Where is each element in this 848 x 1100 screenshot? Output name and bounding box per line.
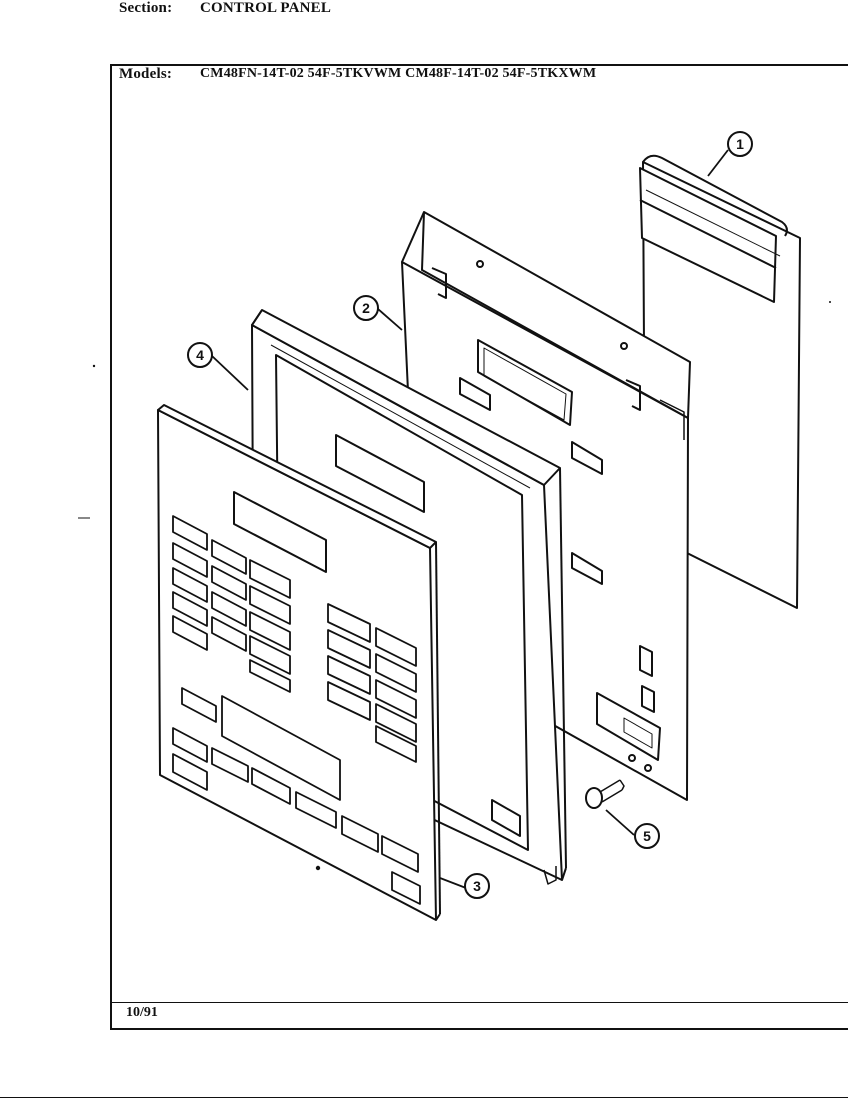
svg-text:3: 3 bbox=[473, 878, 481, 894]
part-3-front-overlay bbox=[157, 404, 441, 921]
models-list: CM48FN-14T-02 54F-5TKVWM CM48F-14T-02 54… bbox=[200, 66, 597, 81]
svg-text:2: 2 bbox=[362, 300, 370, 316]
page-bottom-rule bbox=[0, 1097, 848, 1098]
callout-5: 5 bbox=[634, 823, 660, 849]
section-title: CONTROL PANEL bbox=[200, 0, 332, 16]
callout-3: 3 bbox=[464, 873, 490, 899]
part-5-screw bbox=[585, 779, 625, 809]
callout-leaders bbox=[211, 149, 729, 889]
svg-text:1: 1 bbox=[736, 136, 744, 152]
revision-date: 10/91 bbox=[126, 1005, 158, 1020]
svg-text:5: 5 bbox=[643, 828, 651, 844]
footer-rule bbox=[110, 1002, 848, 1003]
diagram-frame bbox=[110, 64, 848, 1030]
svg-text:4: 4 bbox=[196, 347, 204, 363]
callout-2: 2 bbox=[353, 295, 379, 321]
models-label: Models: bbox=[119, 66, 173, 82]
section-label: Section: bbox=[119, 0, 173, 16]
callout-4: 4 bbox=[187, 342, 213, 368]
callout-1: 1 bbox=[727, 131, 753, 157]
